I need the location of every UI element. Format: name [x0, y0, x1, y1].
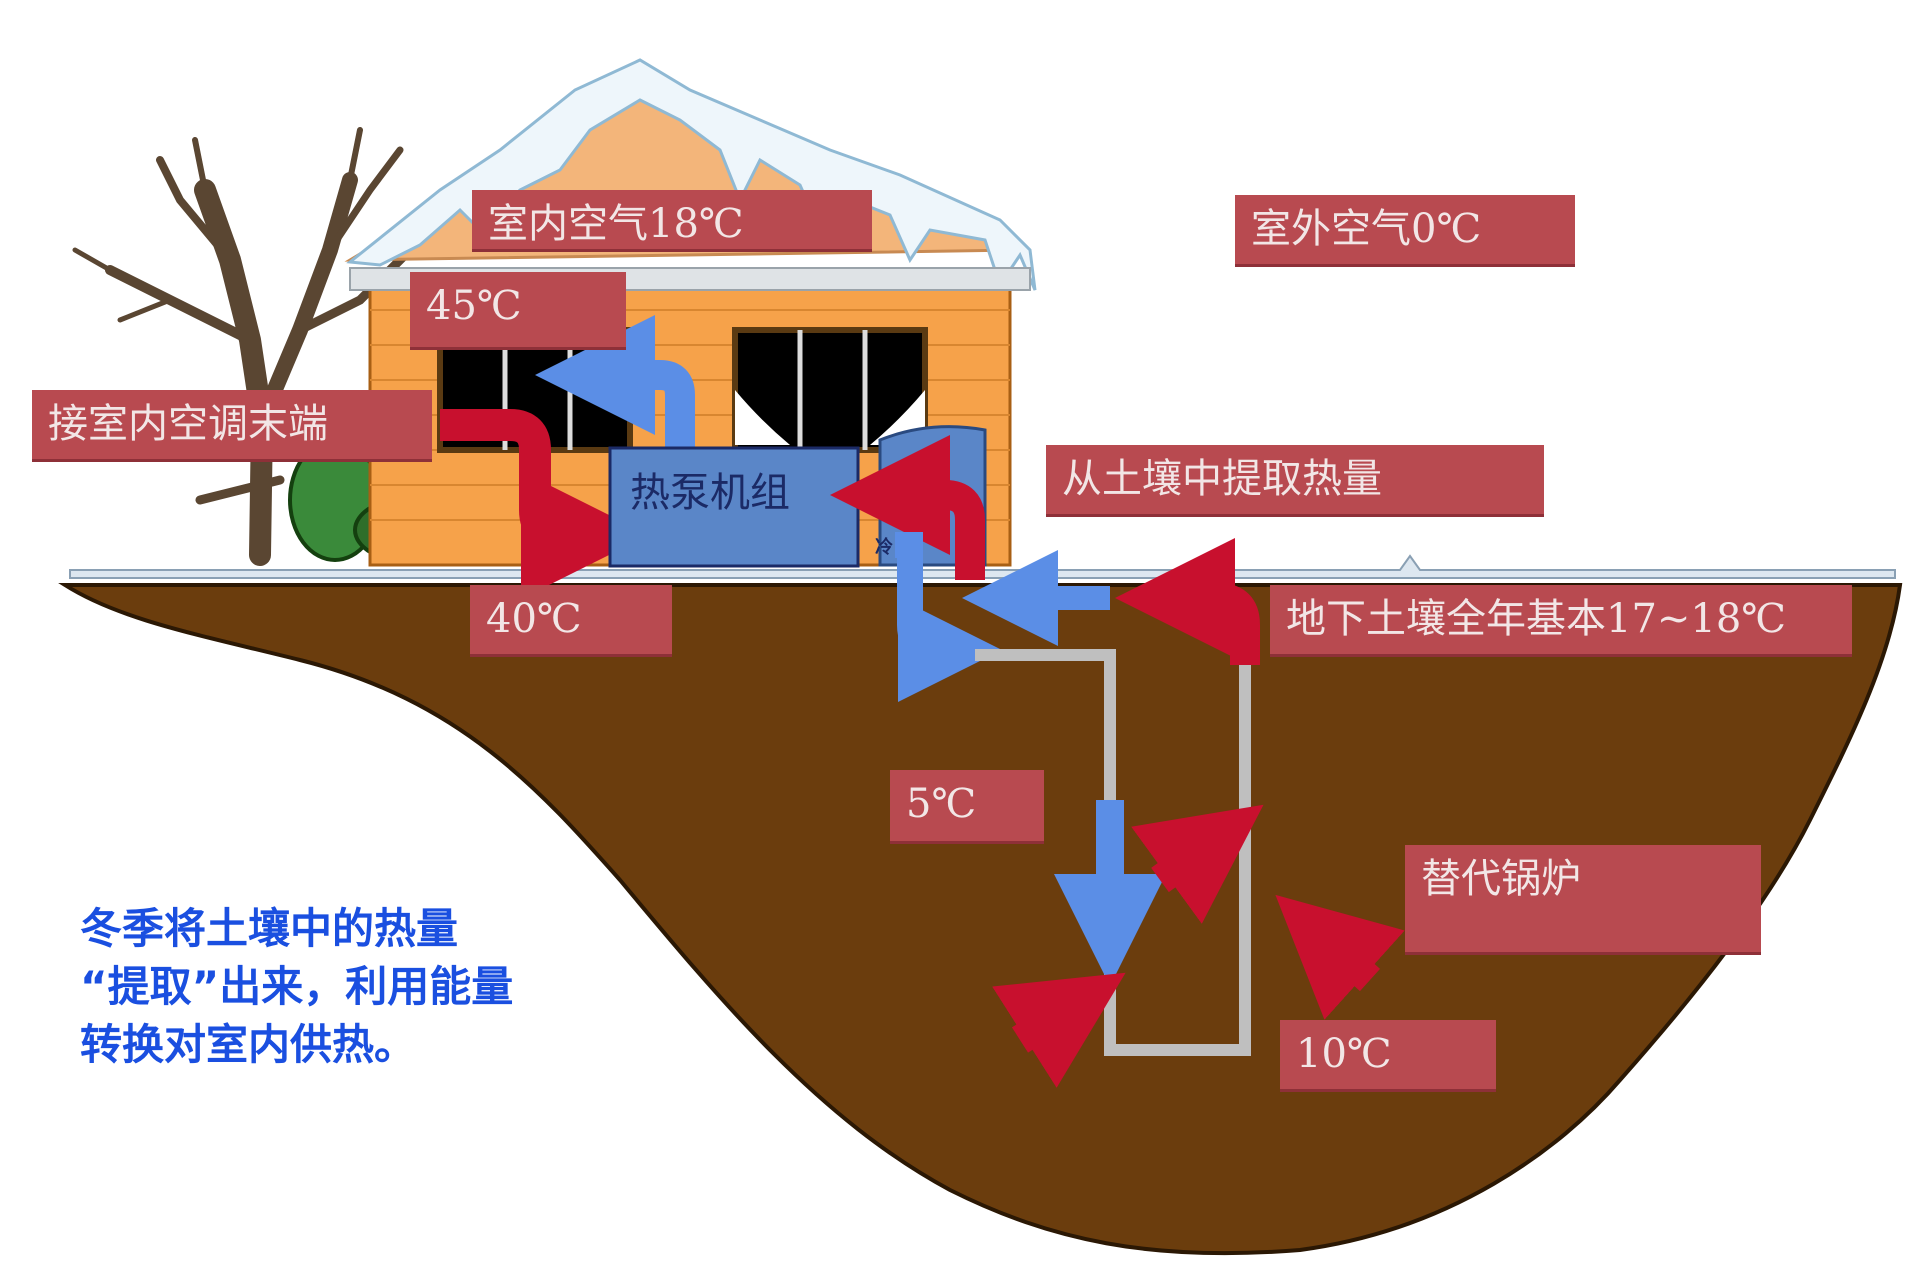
label-outdoor-air: 室外空气0℃: [1235, 195, 1575, 267]
heat-pump-unit: [608, 446, 860, 568]
hot-pipe-ground-riser: [830, 435, 985, 580]
label-loop-out-temp: 5℃: [890, 770, 1044, 844]
cold-tag: 冷: [875, 536, 893, 558]
label-ground-temp: 地下土壤全年基本17~18℃: [1270, 585, 1852, 657]
label-indoor-air: 室内空气18℃: [472, 190, 872, 252]
bare-tree: [72, 127, 415, 566]
label-return-temp: 40℃: [470, 585, 672, 657]
soil-heat-arrows: [992, 804, 1405, 1088]
label-replace-boiler: 替代锅炉: [1405, 845, 1761, 955]
cold-pipe-ground-drop: [895, 532, 1002, 702]
roof-snow: [346, 58, 1037, 291]
label-supply-temp: 45℃: [410, 272, 626, 350]
caption-line-1: 冬季将土壤中的热量: [80, 904, 459, 953]
hot-loop-arrow: [1115, 538, 1260, 665]
cold-pipe-indoor: [535, 315, 695, 455]
caption-line-2: “提取”出来，利用能量: [80, 962, 514, 1011]
label-loop-in-temp: 10℃: [1280, 1020, 1496, 1092]
winter-caption: 冬季将土壤中的热量 “提取”出来，利用能量 转换对室内供热。: [80, 900, 640, 1074]
label-extract-heat: 从土壤中提取热量: [1046, 445, 1544, 517]
caption-line-3: 转换对室内供热。: [80, 1020, 417, 1069]
heat-pump-label: 热泵机组: [630, 470, 790, 516]
hot-pipe-indoor: [440, 409, 649, 599]
label-connect-indoor: 接室内空调末端: [32, 390, 432, 462]
